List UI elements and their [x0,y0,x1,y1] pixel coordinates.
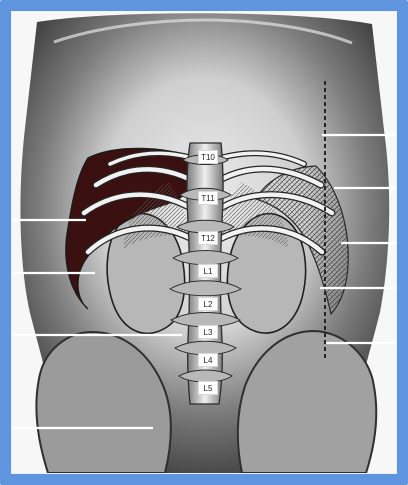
vertebra-label-t12: T12 [198,231,218,245]
vertebra-label-l5: L5 [198,381,218,395]
vertebra-label-t10: T10 [198,150,218,164]
vertebra-label-l3: L3 [198,325,218,339]
vertebra-label-l4: L4 [198,353,218,367]
back-anatomy-diagram: T10 T11 T12 L1 L2 L3 L4 L5 [12,12,396,473]
vertebra-label-l1: L1 [198,264,218,278]
vertebra-label-t11: T11 [198,191,218,205]
vertebra-label-l2: L2 [198,297,218,311]
